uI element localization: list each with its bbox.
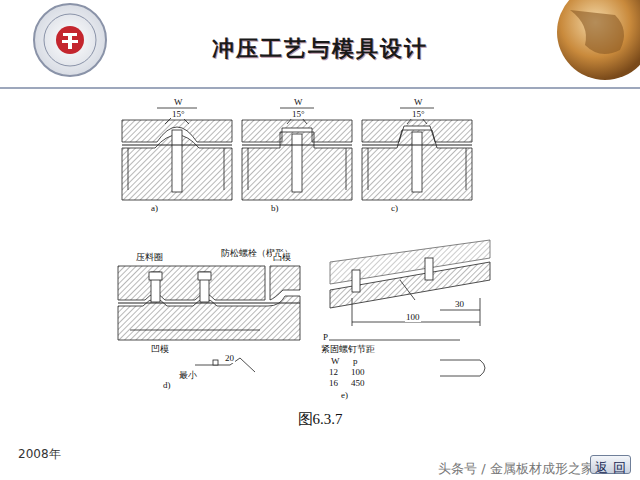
watermark: 头条号 / 金属板材成形之家 <box>438 460 594 478</box>
return-button: 返 回 <box>590 455 631 474</box>
table-cell: 100 <box>350 367 366 377</box>
button-text: 返 回 <box>595 460 625 475</box>
panel-letter: b) <box>270 203 280 213</box>
dimension: 100 <box>405 312 421 322</box>
table-cell: p <box>352 356 359 366</box>
dimension: 30 <box>454 299 465 309</box>
dimension: W <box>293 97 304 107</box>
year-note: 2008年 <box>18 446 61 463</box>
dimension: W <box>173 97 184 107</box>
part-name: 压料圈 <box>135 252 164 262</box>
panel-letter: a) <box>150 203 159 213</box>
dimension: 最小 <box>178 370 198 380</box>
panel-letter: e) <box>340 390 349 400</box>
dimension: 15° <box>171 109 186 119</box>
panel-letter: d) <box>162 380 172 390</box>
panel-letter: c) <box>390 203 399 213</box>
part-name: 凸模 <box>272 252 292 262</box>
table-cell: 16 <box>328 378 339 388</box>
dimension: W <box>413 97 424 107</box>
dimension: 15° <box>411 109 426 119</box>
table-cell: 450 <box>350 378 366 388</box>
dimension: 20 <box>224 353 235 363</box>
table-cell: 12 <box>328 367 339 377</box>
table-note: 紧固螺钉节距 <box>320 344 376 354</box>
table-cell: W <box>330 356 341 366</box>
figure-caption: 图6.3.7 <box>0 410 640 429</box>
dimension: 15° <box>291 109 306 119</box>
part-name: 凹模 <box>150 344 170 354</box>
slide-title: 冲压工艺与模具设计 <box>0 34 640 64</box>
dimension: P <box>322 332 329 342</box>
